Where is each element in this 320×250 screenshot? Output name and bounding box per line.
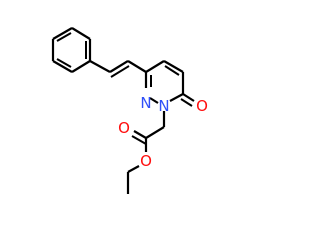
- ring-bond-c6-n1: [169, 93, 184, 102]
- ring-n2-label: N: [140, 94, 151, 112]
- phenyl-bond-4: [52, 60, 73, 73]
- ester-carbonyl-bond-inner: [131, 135, 147, 145]
- carbonyl-oxygen-label: O: [196, 97, 208, 115]
- molecule-structure: N N O O O: [51, 27, 208, 194]
- ring-n1-label: N: [158, 97, 169, 115]
- atom-labels: N N O O O: [118, 94, 208, 170]
- ring-carbonyl-bond-inner: [180, 98, 193, 107]
- ring-bond-c4-c5-inner: [164, 65, 180, 76]
- pyridazinone-ring: [144, 60, 195, 107]
- phenyl-bond-1: [71, 27, 91, 40]
- ester-oxygen-label: O: [140, 152, 152, 170]
- phenyl-inner-bond-2: [56, 58, 72, 68]
- phenyl-ring: [51, 27, 92, 73]
- vinyl-linker: [89, 60, 147, 78]
- ester-carbonyl-bond: [133, 130, 147, 139]
- vinyl-bond-2: [127, 60, 147, 73]
- phenyl-bond-5: [71, 60, 91, 73]
- ring-bond-c4-c5: [163, 60, 184, 73]
- ester-o-ethyl-bond: [127, 165, 140, 173]
- ester-side-chain: [126, 111, 166, 194]
- ring-bond-n1-n2: [149, 97, 159, 104]
- ring-carbonyl-bond: [182, 93, 195, 102]
- vinyl-double-bond-inner: [110, 65, 130, 78]
- vinyl-double-bond: [109, 60, 129, 73]
- phenyl-bond-2: [52, 27, 73, 40]
- phenyl-inner-bond-1: [56, 32, 72, 42]
- vinyl-bond-1: [89, 60, 111, 73]
- ch2-carbonyl-bond: [145, 126, 165, 139]
- ring-bond-c3-c4: [145, 60, 165, 73]
- ester-carbonyl-oxygen-label: O: [118, 119, 130, 137]
